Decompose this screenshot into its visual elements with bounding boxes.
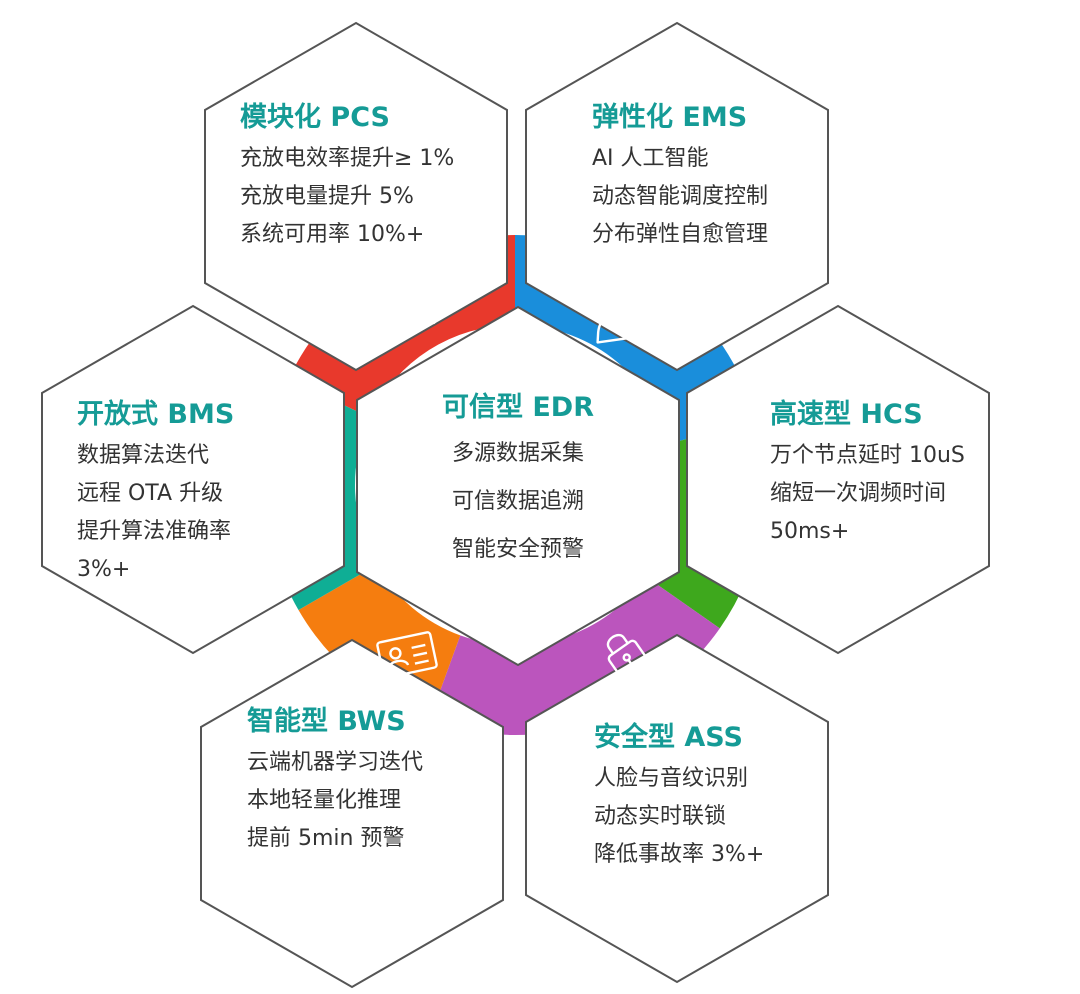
bms-block: 开放式 BMS 数据算法迭代 远程 OTA 升级 提升算法准确率 3%+ [77,397,234,589]
center-line-1: 多源数据采集 [451,441,584,466]
center-line-2: 可信数据追溯 [451,489,584,514]
hex-bms [41,304,345,655]
ems-line-1: AI 人工智能 [592,146,709,171]
gear-icon [396,281,444,329]
bms-line-2: 远程 OTA 升级 [77,481,224,506]
pcs-line-1: 充放电效率提升≥ 1% [240,146,455,171]
bws-title: 智能型 BWS [247,706,406,737]
pcs-block: 模块化 PCS 充放电效率提升≥ 1% 充放电量提升 5% 系统可用率 10%+ [240,100,454,254]
pcs-line-3: 系统可用率 10%+ [240,222,425,247]
hex-center [356,305,680,667]
battery-panel-icon [290,462,334,514]
bws-line-2: 本地轻量化推理 [247,788,402,813]
lightning-shield-icon [702,465,734,506]
hcs-line-2: 缩短一次调频时间 [770,481,947,506]
center-block: 可信型 EDR 多源数据采集 可信数据追溯 智能安全预警 [398,390,638,574]
hcs-line-3: 50ms+ [770,519,850,544]
hex-ems [525,21,829,372]
hex-ass [525,633,829,984]
hex-hcs [686,304,990,655]
ass-line-1: 人脸与音纹识别 [594,766,749,791]
center-line-3: 智能安全预警 [451,537,584,562]
ems-line-2: 动态智能调度控制 [592,184,769,209]
hex-bws [200,638,504,989]
ass-block: 安全型 ASS 人脸与音纹识别 动态实时联锁 降低事故率 3%+ [594,720,764,874]
bms-line-4: 3%+ [77,557,131,582]
bws-line-1: 云端机器学习迭代 [247,750,424,775]
ems-line-3: 分布弹性自愈管理 [592,222,769,247]
id-card-icon [376,631,438,679]
ass-line-2: 动态实时联锁 [594,804,727,829]
bms-line-3: 提升算法准确率 [77,519,232,544]
hex-pcs [204,21,508,372]
ems-block: 弹性化 EMS AI 人工智能 动态智能调度控制 分布弹性自愈管理 [592,100,768,254]
bws-line-3: 提前 5min 预警 [247,826,405,851]
ems-title: 弹性化 EMS [592,102,748,133]
user-icon [596,288,647,344]
pcs-line-2: 充放电量提升 5% [240,184,414,209]
lock-icon [606,633,647,677]
bms-title: 开放式 BMS [77,399,235,430]
bms-line-1: 数据算法迭代 [77,443,210,468]
hcs-title: 高速型 HCS [770,399,923,430]
hcs-line-1: 万个节点延时 10uS [770,443,965,468]
ass-line-3: 降低事故率 3%+ [594,842,765,867]
pcs-title: 模块化 PCS [240,102,390,133]
ass-title: 安全型 ASS [594,722,743,753]
hcs-block: 高速型 HCS 万个节点延时 10uS 缩短一次调频时间 50ms+ [770,397,965,551]
bws-block: 智能型 BWS 云端机器学习迭代 本地轻量化推理 提前 5min 预警 [247,704,423,858]
center-title: 可信型 EDR [441,392,595,423]
